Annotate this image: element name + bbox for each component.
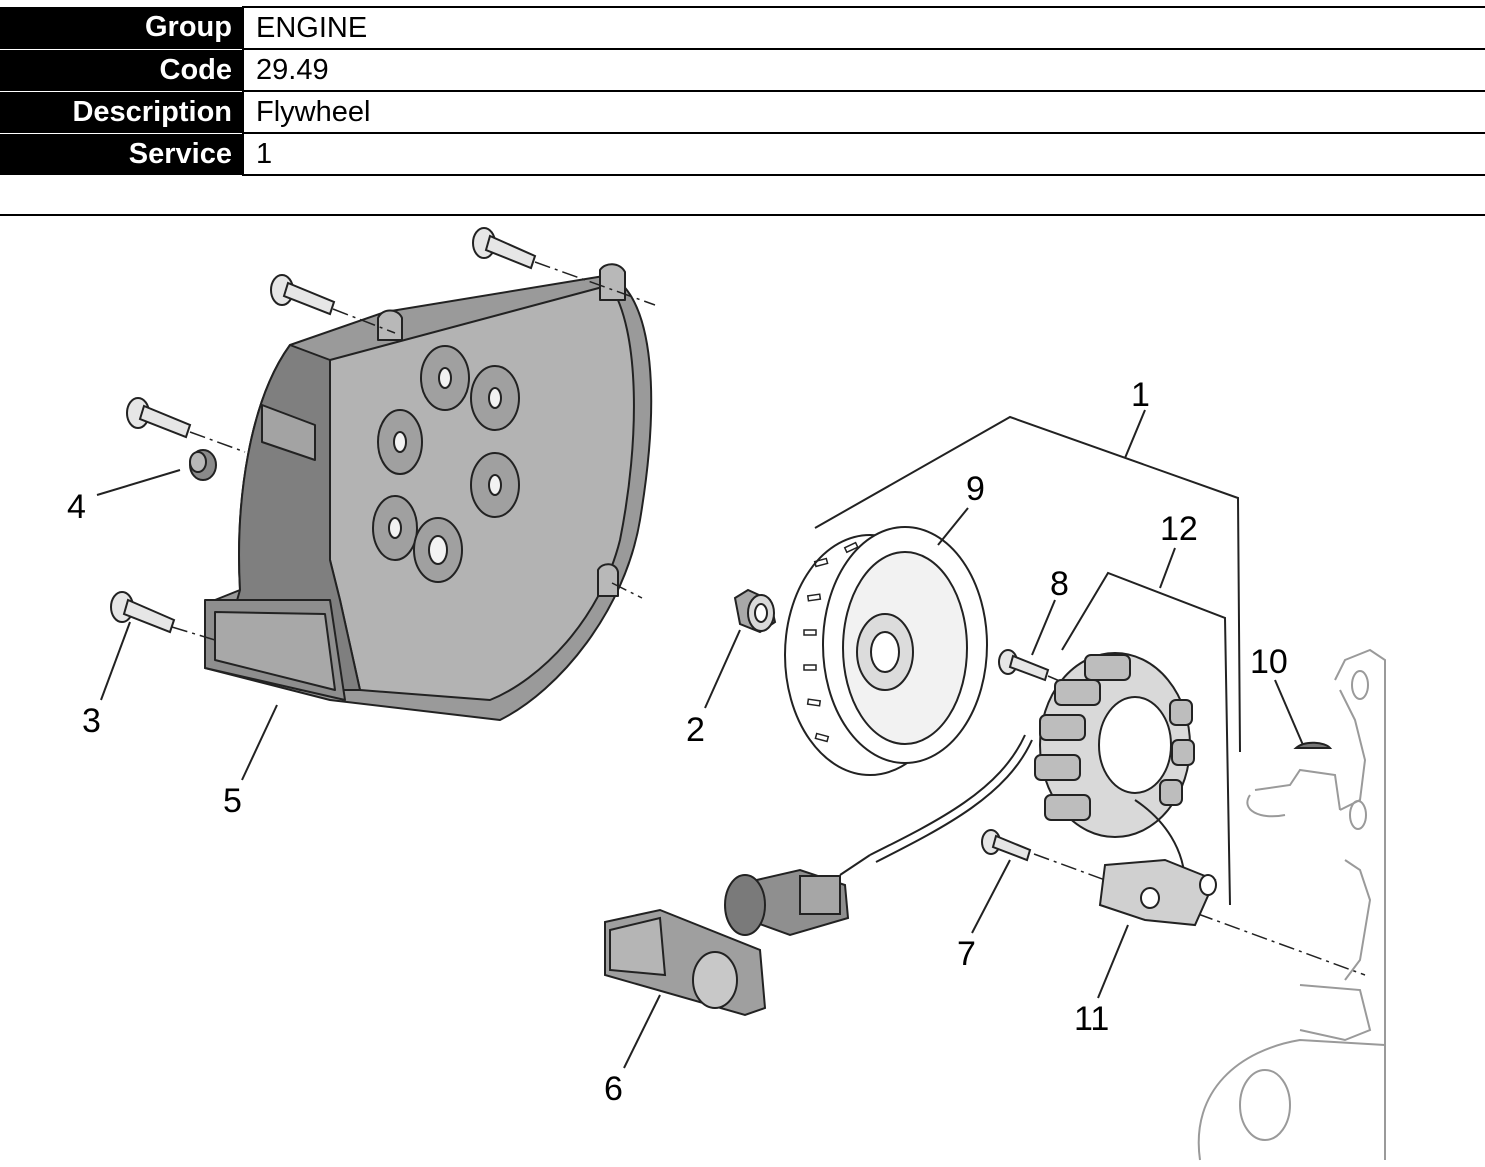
callout-2: 2	[686, 711, 705, 749]
callout-12: 12	[1160, 510, 1198, 548]
callout-11: 11	[1074, 1000, 1109, 1038]
service-label: Service	[0, 133, 243, 176]
section-divider	[0, 214, 1485, 216]
callout-1: 1	[1131, 376, 1150, 414]
stator-screw	[998, 649, 1050, 682]
callout-4: 4	[67, 488, 86, 526]
code-label: Code	[0, 49, 243, 92]
woodruff-key	[1293, 741, 1333, 749]
service-value: 1	[242, 132, 1485, 176]
flywheel-rotor	[784, 526, 988, 776]
callout-7: 7	[957, 935, 976, 973]
info-row-code: Code 29.49	[0, 48, 1485, 92]
callout-6: 6	[604, 1070, 623, 1108]
info-row-service: Service 1	[0, 132, 1485, 176]
connector-cover	[604, 908, 767, 1017]
stator-cable	[839, 734, 1186, 886]
description-label: Description	[0, 91, 243, 134]
pickup-sensor	[1098, 858, 1217, 927]
callout-8: 8	[1050, 565, 1069, 603]
callout-3: 3	[82, 702, 101, 740]
callout-10: 10	[1250, 643, 1288, 681]
stator	[1034, 652, 1195, 838]
crankcase-outline	[1197, 648, 1386, 1161]
description-value: Flywheel	[242, 90, 1485, 133]
leader-lines	[96, 409, 1304, 1069]
callout-9: 9	[966, 470, 985, 508]
group-label: Group	[0, 7, 243, 50]
info-row-description: Description Flywheel	[0, 90, 1485, 134]
cover-screws	[110, 227, 537, 634]
flywheel-nut	[733, 588, 777, 634]
flywheel-cover	[204, 263, 653, 721]
info-row-group: Group ENGINE	[0, 6, 1485, 50]
stator-connector	[724, 868, 850, 937]
pickup-screw	[981, 829, 1032, 862]
callout-5: 5	[223, 782, 242, 820]
callout-labels: 1 2 3 4 5 6 7 8 9 10 11 12	[67, 376, 1288, 1108]
part-info-table: Group ENGINE Code 29.49 Description Flyw…	[0, 6, 1485, 176]
grommet	[189, 449, 217, 481]
code-value: 29.49	[242, 48, 1485, 91]
group-value: ENGINE	[242, 6, 1485, 49]
